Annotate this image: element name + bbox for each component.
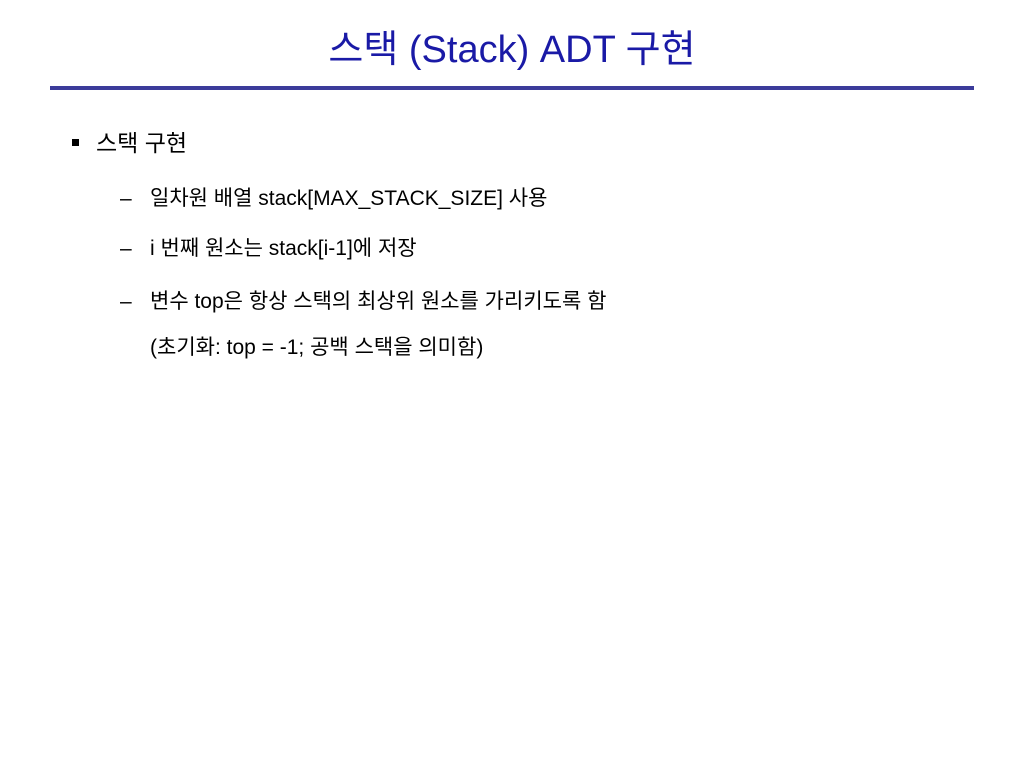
bullet-text: 스택 구현: [96, 130, 188, 156]
sub-bullet-continuation-text: (초기화: top = -1; 공백 스택을 의미함): [150, 336, 484, 359]
slide-title: 스택 (Stack) ADT 구현: [328, 29, 696, 71]
sub-bullet-item: –변수 top은 항상 스택의 최상위 원소를 가리키도록 함: [120, 287, 606, 317]
square-bullet-icon: [72, 139, 79, 147]
sub-bullet-text: i 번째 원소는 stack[i-1]에 저장: [150, 237, 417, 260]
dash-bullet-icon: –: [120, 290, 132, 313]
sub-bullet-item: –일차원 배열 stack[MAX_STACK_SIZE] 사용: [120, 184, 547, 214]
dash-bullet-icon: –: [120, 187, 132, 210]
bullet-item: 스택 구현: [72, 126, 187, 160]
title-underline: [50, 86, 974, 90]
sub-bullet-continuation: (초기화: top = -1; 공백 스택을 의미함): [120, 333, 483, 363]
sub-bullet-text: 일차원 배열 stack[MAX_STACK_SIZE] 사용: [150, 187, 548, 210]
sub-bullet-item: –i 번째 원소는 stack[i-1]에 저장: [120, 234, 417, 264]
dash-bullet-icon: –: [120, 237, 132, 260]
sub-bullet-text: 변수 top은 항상 스택의 최상위 원소를 가리키도록 함: [150, 290, 607, 313]
